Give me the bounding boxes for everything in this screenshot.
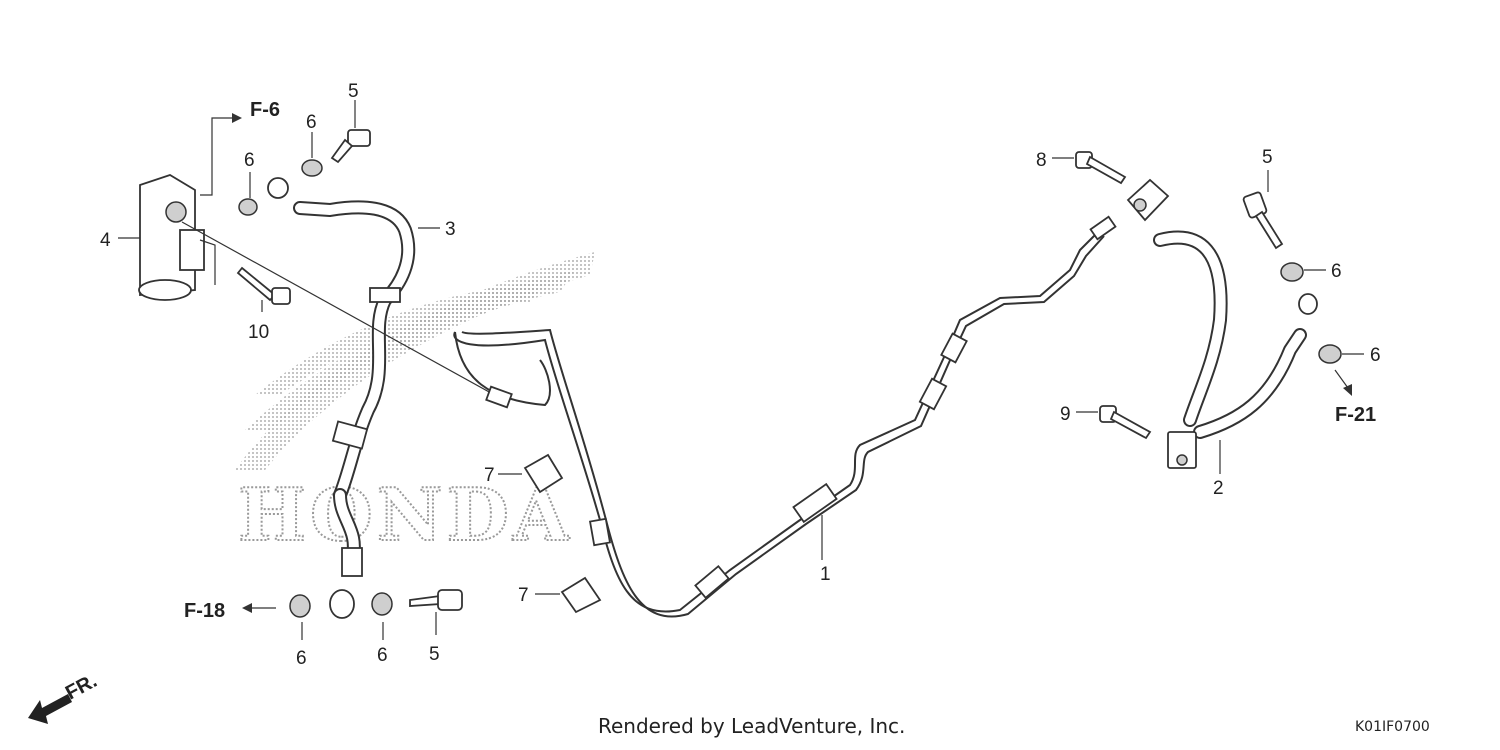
- sealing-washer-rear-lower[interactable]: [1318, 344, 1342, 364]
- callout-3[interactable]: 3: [445, 219, 456, 240]
- callout-6-rear-upper[interactable]: 6: [1331, 261, 1342, 282]
- banjo-bolt-upper[interactable]: [330, 129, 371, 164]
- reference-f21[interactable]: F-21: [1335, 404, 1376, 426]
- front-direction-marker: FR.: [28, 670, 101, 724]
- banjo-bolt-rear[interactable]: [1242, 191, 1284, 250]
- callout-1[interactable]: 1: [820, 564, 831, 585]
- pipe-clip-upper[interactable]: [523, 453, 564, 494]
- arrow-to-f18: [242, 603, 252, 613]
- callout-6-upper[interactable]: 6: [306, 112, 317, 133]
- callout-6-rear-lower[interactable]: 6: [1370, 345, 1381, 366]
- callout-2[interactable]: 2: [1213, 478, 1224, 499]
- sealing-washer-lower-left[interactable]: [289, 594, 311, 618]
- callout-7-upper[interactable]: 7: [484, 465, 495, 486]
- sealing-washer-joint[interactable]: [238, 198, 258, 216]
- callout-8[interactable]: 8: [1036, 150, 1047, 171]
- pipe-clamp-small[interactable]: [485, 385, 513, 409]
- three-way-joint[interactable]: [138, 174, 216, 301]
- pipe-clip-lower[interactable]: [560, 576, 602, 614]
- bolt-8[interactable]: [1075, 151, 1127, 185]
- banjo-bolt-lower[interactable]: [409, 589, 463, 611]
- arrow-to-f6: [232, 113, 242, 123]
- callout-7-lower[interactable]: 7: [518, 585, 529, 606]
- reference-f6[interactable]: F-6: [250, 99, 280, 121]
- callout-6-lower-left[interactable]: 6: [296, 648, 307, 669]
- brake-hose-rear[interactable]: [1153, 230, 1318, 469]
- sealing-washer-rear-upper[interactable]: [1280, 262, 1304, 282]
- leader-joint-to-clamp: [181, 221, 501, 399]
- watermark-text: HONDA: [238, 472, 573, 557]
- sealing-washer-upper[interactable]: [301, 159, 323, 177]
- mounting-bolt-10[interactable]: [236, 266, 291, 305]
- footer-credit: Rendered by LeadVenture, Inc.: [598, 714, 905, 738]
- sealing-washer-lower-right[interactable]: [371, 592, 393, 616]
- brake-line-main[interactable]: [453, 215, 1117, 618]
- callout-5-lower[interactable]: 5: [429, 644, 440, 665]
- brake-joint-upper[interactable]: [1126, 178, 1170, 222]
- reference-f18[interactable]: F-18: [184, 600, 225, 622]
- callout-10[interactable]: 10: [248, 322, 269, 343]
- callout-6-joint[interactable]: 6: [244, 150, 255, 171]
- leader-lines: [118, 100, 1364, 640]
- watermark-wing-logo: [235, 252, 595, 470]
- callout-9[interactable]: 9: [1060, 404, 1071, 425]
- arrow-to-f21: [1343, 384, 1352, 396]
- diagram-code: K01IF0700: [1355, 719, 1430, 735]
- bolt-9[interactable]: [1099, 405, 1152, 440]
- callout-5-upper[interactable]: 5: [348, 81, 359, 102]
- callout-5-rear[interactable]: 5: [1262, 147, 1273, 168]
- callout-6-lower-right[interactable]: 6: [377, 645, 388, 666]
- callout-4[interactable]: 4: [100, 230, 111, 251]
- brake-hose-upper[interactable]: [267, 177, 416, 619]
